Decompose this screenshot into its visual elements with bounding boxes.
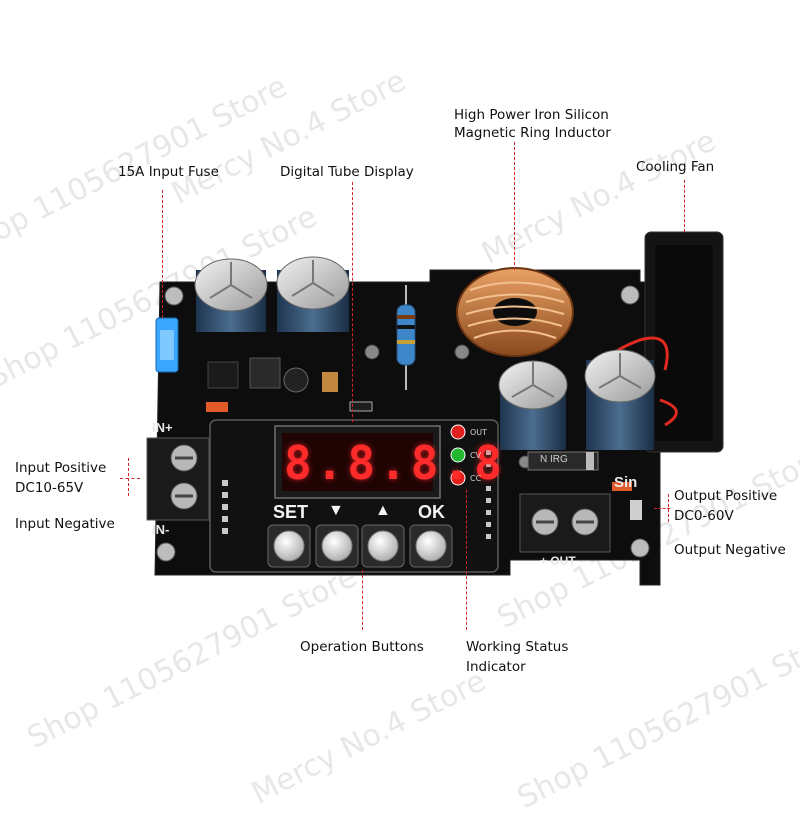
label-status-1: Working Status xyxy=(466,639,569,655)
mounting-hole xyxy=(620,285,640,305)
out-label: + OUT − xyxy=(540,554,587,568)
sin-label: Sin xyxy=(614,474,638,491)
callout-line-inductor xyxy=(514,142,515,270)
label-input-negative: Input Negative xyxy=(15,516,115,532)
button-ok-label: OK xyxy=(418,502,445,522)
led-cc xyxy=(450,470,466,486)
button-ok xyxy=(409,524,453,568)
led-out-label: OUT xyxy=(470,428,488,437)
label-input-positive-2: DC10-65V xyxy=(15,480,84,496)
button-set xyxy=(267,524,311,568)
label-fuse: 15A Input Fuse xyxy=(118,164,219,180)
label-output-positive-1: Output Positive xyxy=(674,488,778,504)
led-cv xyxy=(450,447,466,463)
label-display: Digital Tube Display xyxy=(280,164,414,180)
button-up-label: ▲ xyxy=(375,502,391,519)
callout-line-output xyxy=(654,508,670,509)
small-inductor xyxy=(249,357,281,389)
label-input-positive-1: Input Positive xyxy=(15,460,107,476)
mounting-hole xyxy=(630,538,650,558)
button-down xyxy=(315,524,359,568)
button-down-label: ▼ xyxy=(328,502,344,519)
button-up xyxy=(361,524,405,568)
callout-line-fan xyxy=(684,180,685,232)
resistor xyxy=(396,304,416,366)
mounting-hole xyxy=(156,542,176,562)
screw xyxy=(364,344,380,360)
display-digits: 8.8.8.8 xyxy=(284,436,506,490)
label-output-negative: Output Negative xyxy=(674,542,786,558)
callout-line-input-bracket xyxy=(128,458,129,496)
label-inductor-1: High Power Iron Silicon xyxy=(454,107,609,123)
mosfet xyxy=(207,361,239,389)
label-inductor-2: Magnetic Ring Inductor xyxy=(454,125,611,141)
callout-line-status xyxy=(466,490,467,630)
mounting-hole xyxy=(164,286,184,306)
label-status-2: Indicator xyxy=(466,659,526,675)
callout-line-fuse xyxy=(162,190,163,318)
in-plus-label: IN+ xyxy=(152,420,173,435)
led-cv-label: CV xyxy=(470,451,482,460)
small-capacitor xyxy=(283,367,309,393)
label-output-positive-2: DC0-60V xyxy=(674,508,734,524)
in-minus-label: IN- xyxy=(152,522,170,537)
button-set-label: SET xyxy=(273,502,309,522)
diode-label: N IRG xyxy=(540,454,568,465)
callout-line-buttons xyxy=(362,570,363,630)
label-fan: Cooling Fan xyxy=(636,159,715,175)
callout-line-input-pos xyxy=(120,478,140,479)
callout-line-output-bracket xyxy=(668,494,669,522)
led-cc-label: CC xyxy=(470,474,482,483)
diode xyxy=(527,451,599,471)
label-buttons: Operation Buttons xyxy=(300,639,424,655)
callout-line-display xyxy=(352,182,353,422)
led-out xyxy=(450,424,466,440)
pin-header xyxy=(222,450,491,539)
screw xyxy=(454,344,470,360)
